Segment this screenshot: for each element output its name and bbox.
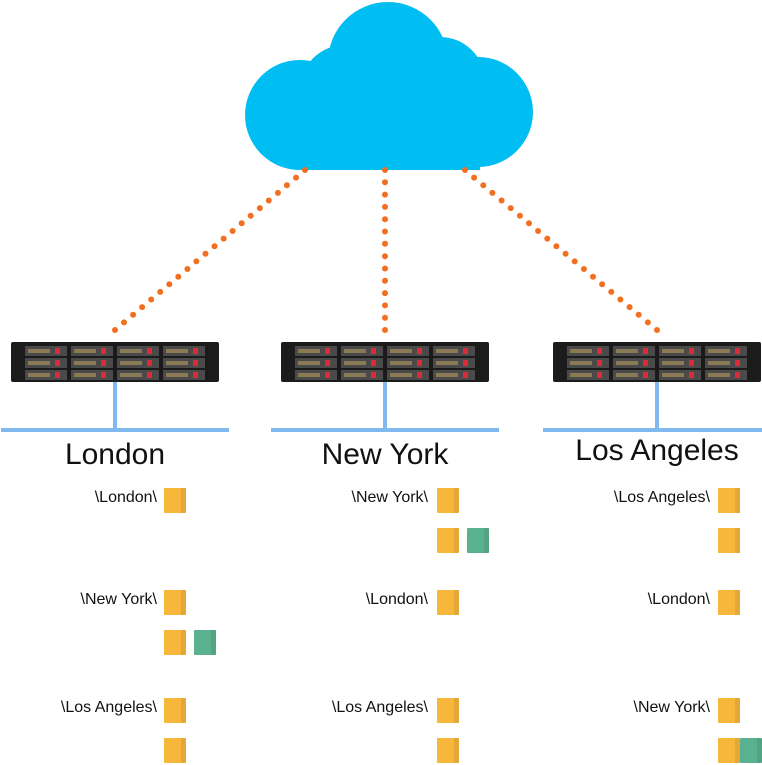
link-dot <box>644 319 651 326</box>
link-dot <box>382 216 388 223</box>
site-title: London <box>64 438 166 471</box>
link-dot <box>211 243 218 250</box>
folder-icon[interactable] <box>437 488 459 513</box>
link-dot <box>256 205 263 212</box>
link-dot <box>498 197 505 204</box>
folder-icon[interactable] <box>437 698 459 723</box>
link-dot <box>608 288 615 295</box>
cloud-icon <box>245 2 533 170</box>
share-path-label: \New York\ <box>633 699 710 716</box>
site-title: Los Angeles <box>575 434 739 467</box>
link-dot <box>382 167 388 173</box>
folder-icon[interactable] <box>718 528 740 553</box>
link-dot <box>617 296 624 303</box>
file-icon[interactable] <box>467 528 489 553</box>
link-dot <box>462 167 468 173</box>
link-dot <box>654 327 660 333</box>
link-dot <box>382 277 388 284</box>
share-path-label: \London\ <box>94 489 157 506</box>
link-dot <box>247 212 254 219</box>
folder-icon[interactable] <box>164 698 186 723</box>
link-dot <box>480 182 487 189</box>
link-dot <box>238 220 245 227</box>
folder-icon[interactable] <box>718 738 740 763</box>
folder-icon[interactable] <box>437 528 459 553</box>
link-dot <box>293 174 299 181</box>
link-dot <box>130 311 137 318</box>
link-dot <box>220 235 227 242</box>
link-dot <box>112 327 118 333</box>
server-rack-icon <box>281 342 489 382</box>
folder-icon[interactable] <box>164 738 186 763</box>
file-icon[interactable] <box>740 738 762 763</box>
folder-icon[interactable] <box>718 590 740 615</box>
link-dot <box>274 189 281 196</box>
link-dot <box>265 197 272 204</box>
folder-icon[interactable] <box>718 698 740 723</box>
link-dot <box>571 258 578 265</box>
link-dot <box>562 250 569 257</box>
link-dot <box>535 228 542 234</box>
wan-links <box>112 167 660 333</box>
link-dot <box>193 258 200 265</box>
link-dot <box>382 327 388 333</box>
link-dot <box>516 212 523 219</box>
link-dot <box>202 250 209 257</box>
link-dot <box>489 189 496 196</box>
link-dot <box>157 288 164 295</box>
folder-icon[interactable] <box>164 488 186 513</box>
server-rack-icon <box>553 342 761 382</box>
link-dot <box>382 302 388 309</box>
file-icon[interactable] <box>194 630 216 655</box>
link-dot <box>580 266 587 272</box>
link-dot <box>382 314 388 321</box>
link-dot <box>382 240 388 247</box>
link-dot <box>553 243 560 250</box>
link-dot <box>184 266 191 272</box>
link-dot <box>121 319 127 326</box>
share-path-label: \Los Angeles\ <box>60 699 157 716</box>
link-dot <box>139 304 146 311</box>
link-dot <box>507 205 514 212</box>
folder-icon[interactable] <box>437 590 459 615</box>
link-dot <box>302 167 308 173</box>
folder-icon[interactable] <box>437 738 459 763</box>
link-dot <box>382 253 388 260</box>
link-dot <box>382 179 388 186</box>
link-dot <box>382 228 388 235</box>
link-dot <box>166 281 173 288</box>
share-path-label: \London\ <box>365 591 428 608</box>
site-title: New York <box>321 438 449 471</box>
link-dot <box>526 220 532 227</box>
share-path-label: \Los Angeles\ <box>613 489 710 506</box>
link-dot <box>382 191 388 198</box>
link-dot <box>626 304 633 311</box>
link-dot <box>283 182 290 189</box>
link-dot <box>382 265 388 272</box>
link-dot <box>599 281 606 288</box>
link-dot <box>471 174 478 181</box>
link-dot <box>544 235 551 242</box>
link-dot <box>148 296 155 303</box>
share-path-label: \New York\ <box>80 591 157 608</box>
link-dot <box>229 228 236 234</box>
link-dot <box>175 273 182 280</box>
folder-icon[interactable] <box>164 590 186 615</box>
folder-icon[interactable] <box>718 488 740 513</box>
server-rack-icon <box>11 342 219 382</box>
link-dot <box>635 311 642 318</box>
share-path-label: \New York\ <box>351 489 428 506</box>
site-servers <box>1 342 762 432</box>
share-path-label: \London\ <box>647 591 710 608</box>
folder-icon[interactable] <box>164 630 186 655</box>
share-path-label: \Los Angeles\ <box>331 699 428 716</box>
link-dot <box>382 290 388 297</box>
link-dot <box>590 273 596 280</box>
link-dot <box>382 203 388 210</box>
